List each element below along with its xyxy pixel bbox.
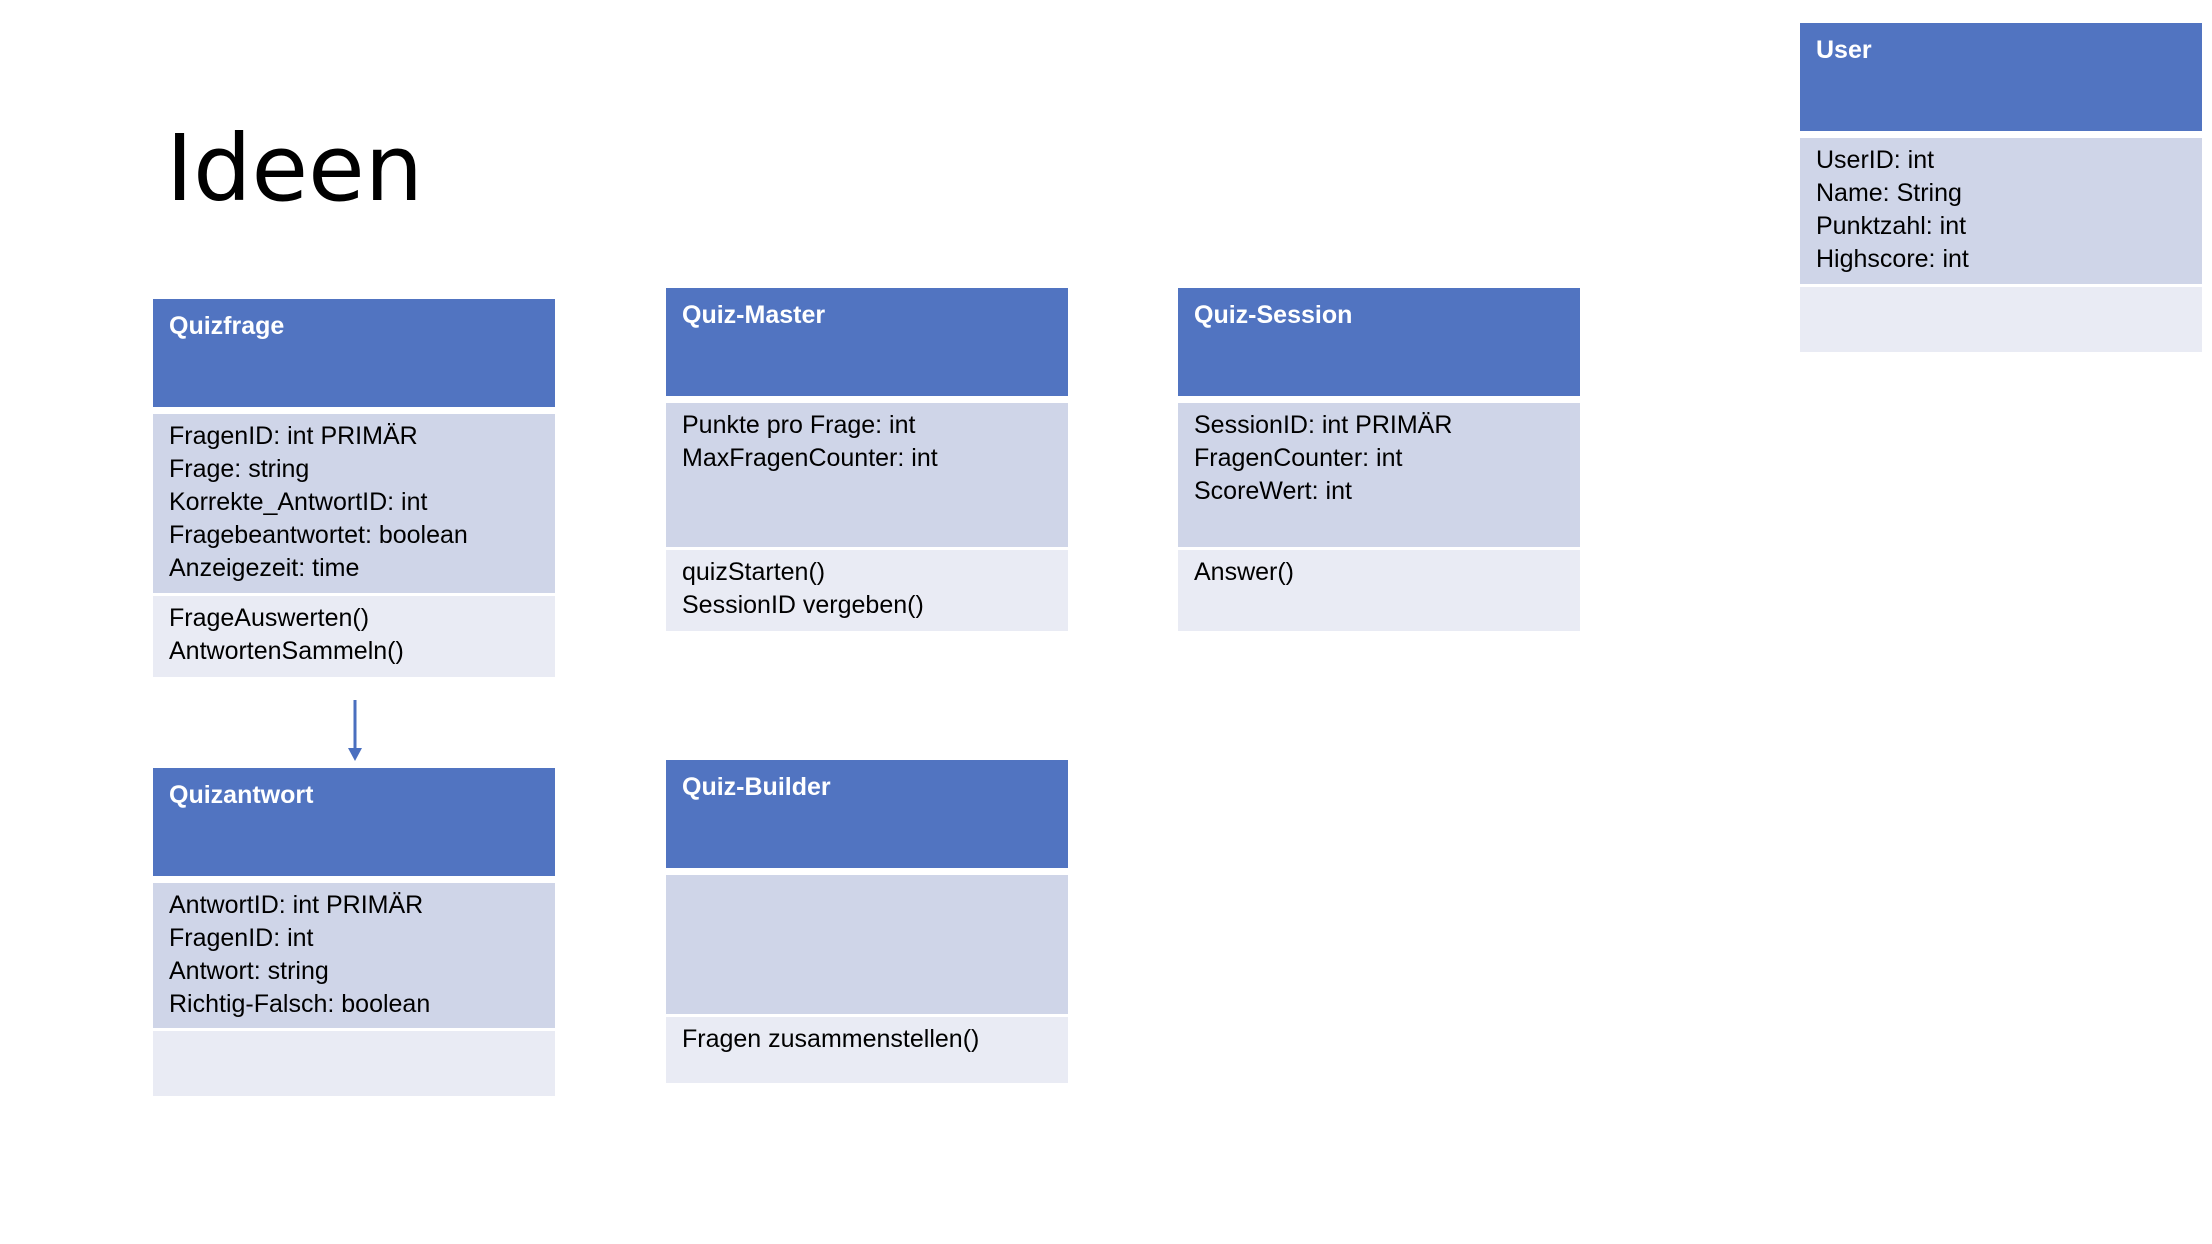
attribute: Punktzahl: int	[1816, 212, 1967, 240]
class-user-header: User	[1800, 23, 2202, 131]
attribute: Korrekte_AntwortID: int	[169, 488, 428, 516]
class-quizfrage-attributes: FragenID: int PRIMÄR Frage: string Korre…	[153, 414, 555, 593]
class-user-attributes: UserID: int Name: String Punktzahl: int …	[1800, 138, 2202, 284]
class-quizfrage-methods: FrageAuswerten() AntwortenSammeln()	[153, 596, 555, 677]
association-arrow	[348, 700, 362, 761]
attribute: ScoreWert: int	[1194, 477, 1352, 505]
class-quiz-builder: Quiz-Builder Fragen zusammenstellen()	[666, 760, 1068, 1083]
attribute: FragenID: int PRIMÄR	[169, 422, 418, 450]
method: FrageAuswerten()	[169, 604, 370, 632]
class-quizantwort: Quizantwort AntwortID: int PRIMÄR Fragen…	[153, 768, 555, 1096]
method: quizStarten()	[682, 558, 826, 586]
class-quiz-builder-methods: Fragen zusammenstellen()	[666, 1017, 1068, 1083]
attribute: SessionID: int PRIMÄR	[1194, 411, 1453, 439]
class-quizantwort-attributes: AntwortID: int PRIMÄR FragenID: int Antw…	[153, 883, 555, 1028]
class-quizfrage-header: Quizfrage	[153, 299, 555, 407]
attribute: Highscore: int	[1816, 245, 1969, 273]
attribute: Frage: string	[169, 455, 310, 483]
attribute: Fragebeantwortet: boolean	[169, 521, 468, 549]
class-quiz-session: Quiz-Session SessionID: int PRIMÄR Frage…	[1178, 288, 1580, 631]
class-user-methods	[1800, 287, 2202, 352]
method: Answer()	[1194, 558, 1295, 586]
class-quizantwort-methods	[153, 1031, 555, 1096]
attribute: FragenID: int	[169, 924, 314, 952]
class-user: User UserID: int Name: String Punktzahl:…	[1800, 23, 2202, 352]
attribute: MaxFragenCounter: int	[682, 444, 938, 472]
class-quiz-builder-attributes	[666, 875, 1068, 1014]
attribute: Punkte pro Frage: int	[682, 411, 916, 439]
class-quizantwort-header: Quizantwort	[153, 768, 555, 876]
class-quizfrage: Quizfrage FragenID: int PRIMÄR Frage: st…	[153, 299, 555, 677]
class-quiz-session-header: Quiz-Session	[1178, 288, 1580, 396]
method: SessionID vergeben()	[682, 591, 924, 619]
class-quiz-master-attributes: Punkte pro Frage: int MaxFragenCounter: …	[666, 403, 1068, 547]
attribute: Richtig-Falsch: boolean	[169, 990, 431, 1018]
class-quiz-builder-header: Quiz-Builder	[666, 760, 1068, 868]
method: AntwortenSammeln()	[169, 637, 404, 665]
attribute: Antwort: string	[169, 957, 329, 985]
attribute: UserID: int	[1816, 146, 1935, 174]
attribute: AntwortID: int PRIMÄR	[169, 891, 424, 919]
class-quiz-session-attributes: SessionID: int PRIMÄR FragenCounter: int…	[1178, 403, 1580, 547]
class-quiz-session-methods: Answer()	[1178, 550, 1580, 631]
class-quiz-master-methods: quizStarten() SessionID vergeben()	[666, 550, 1068, 631]
attribute: Anzeigezeit: time	[169, 554, 360, 582]
method: Fragen zusammenstellen()	[682, 1025, 980, 1053]
attribute: FragenCounter: int	[1194, 444, 1403, 472]
class-quiz-master-header: Quiz-Master	[666, 288, 1068, 396]
class-quiz-master: Quiz-Master Punkte pro Frage: int MaxFra…	[666, 288, 1068, 631]
slide-title: Ideen	[166, 115, 424, 222]
attribute: Name: String	[1816, 179, 1962, 207]
